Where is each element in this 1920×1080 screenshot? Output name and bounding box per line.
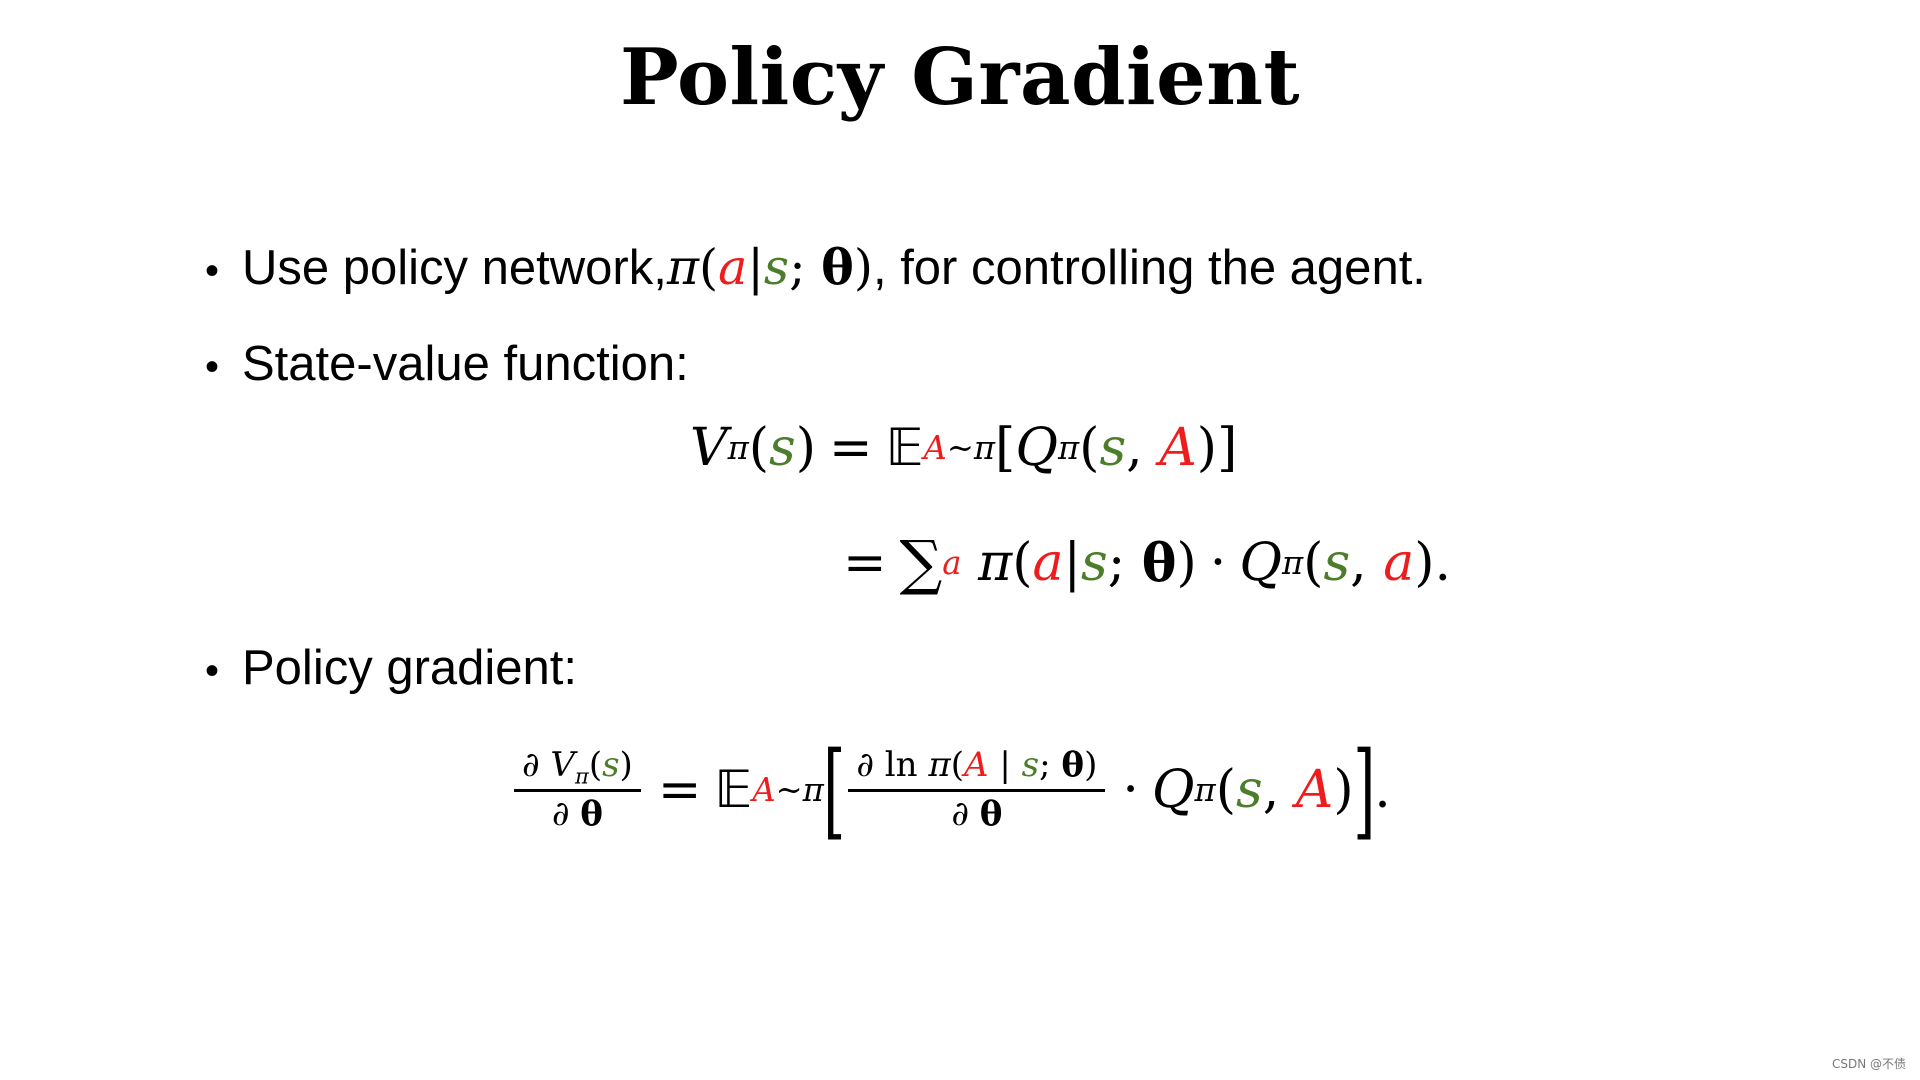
bullet-text: Policy gradient: [242,641,578,695]
policy-expression: π(a|s; θ) [666,238,873,296]
lhs-fraction: ∂ Vπ(s) ∂ θ [514,746,641,833]
bullet-dot-icon: • [205,249,220,293]
bullet-state-value: • State-value function: [205,336,689,392]
bullet-text-after: , for controlling the agent. [872,241,1426,295]
slide-title: Policy Gradient [619,32,1301,123]
bullet-text-before: Use policy network, [242,241,667,295]
bullet-policy-gradient: • Policy gradient: [205,640,577,696]
bullet-policy-network: • Use policy network, π(a|s; θ) , for co… [205,238,1426,296]
watermark: CSDN @不债 [1831,1057,1906,1071]
bullet-dot-icon: • [205,649,220,693]
log-policy-fraction: ∂ ln π(A | s; θ) ∂ θ [848,746,1106,833]
bullet-dot-icon: • [205,345,220,389]
bullet-text: State-value function: [242,337,689,391]
